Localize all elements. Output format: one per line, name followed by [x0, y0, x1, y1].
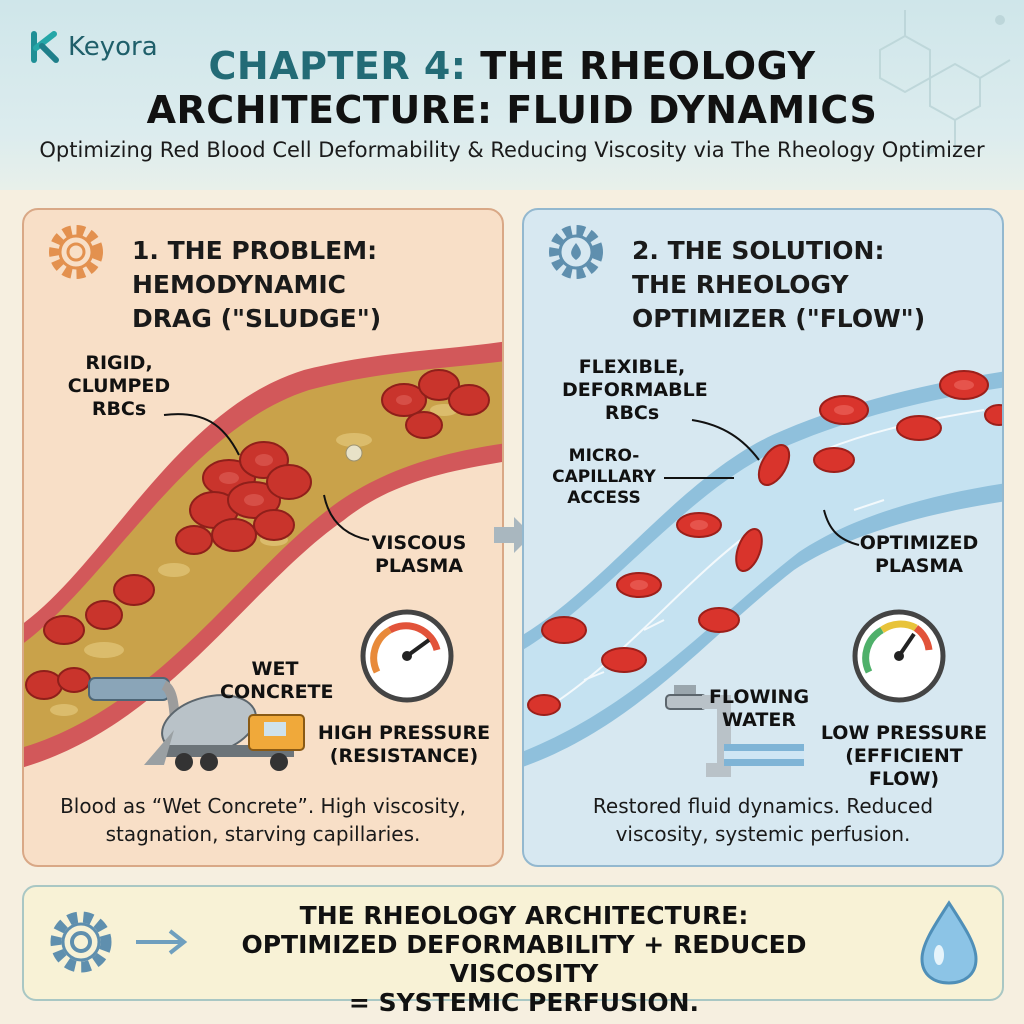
label-high-pressure: HIGH PRESSURE(RESISTANCE) — [317, 722, 491, 767]
arrow-right-icon — [136, 929, 188, 955]
high-pressure-gauge-icon — [360, 609, 454, 703]
water-faucet-icon — [665, 685, 804, 777]
summary-line: THE RHEOLOGY ARCHITECTURE: — [299, 901, 749, 930]
problem-title-line: DRAG ("SLUDGE") — [132, 304, 382, 333]
header-banner: Keyora CHAPTER 4: THE RHEOLOGY ARCHITECT… — [0, 0, 1024, 190]
chapter-label: CHAPTER 4: — [208, 44, 467, 88]
summary-text: THE RHEOLOGY ARCHITECTURE: OPTIMIZED DEF… — [184, 901, 864, 1017]
brand-name: Keyora — [68, 32, 158, 62]
problem-title: 1. THE PROBLEM: HEMODYNAMIC DRAG ("SLUDG… — [132, 234, 381, 336]
flow-vessel-illustration — [524, 225, 1002, 777]
low-pressure-gauge-icon — [852, 609, 946, 703]
water-drop-icon — [920, 900, 978, 985]
solution-title-line: 2. THE SOLUTION: — [632, 236, 885, 265]
page-title-line2: ARCHITECTURE: FLUID DYNAMICS — [146, 88, 878, 132]
gear-droplet-icon — [549, 225, 603, 279]
k-logo-icon — [31, 31, 59, 63]
gear-icon — [50, 911, 112, 973]
problem-panel: 1. THE PROBLEM: HEMODYNAMIC DRAG ("SLUDG… — [22, 208, 504, 867]
summary-line: OPTIMIZED DEFORMABILITY + REDUCED VISCOS… — [241, 930, 807, 988]
solution-title-line: THE RHEOLOGY — [632, 270, 849, 299]
solution-title: 2. THE SOLUTION: THE RHEOLOGY OPTIMIZER … — [632, 234, 925, 336]
summary-footer: THE RHEOLOGY ARCHITECTURE: OPTIMIZED DEF… — [22, 885, 1004, 1017]
solution-panel: 2. THE SOLUTION: THE RHEOLOGY OPTIMIZER … — [522, 208, 1004, 867]
page-title-line1: CHAPTER 4: THE RHEOLOGY — [0, 44, 1024, 88]
problem-title-line: HEMODYNAMIC — [132, 270, 346, 299]
gear-sludge-icon — [49, 225, 103, 279]
page-subtitle: Optimizing Red Blood Cell Deformability … — [39, 138, 985, 162]
title-rest: THE RHEOLOGY — [480, 44, 816, 88]
solution-title-line: OPTIMIZER ("FLOW") — [632, 304, 926, 333]
label-low-pressure: LOW PRESSURE(EFFICIENT FLOW) — [820, 722, 988, 790]
concrete-truck-icon — [88, 677, 305, 771]
brand: Keyora — [28, 30, 158, 64]
molecule-decoration — [879, 10, 1011, 154]
summary-line: = SYSTEMIC PERFUSION. — [348, 988, 700, 1017]
sludge-vessel-illustration — [24, 225, 502, 771]
problem-caption: Blood as “Wet Concrete”. High viscosity,… — [60, 794, 466, 846]
problem-title-line: 1. THE PROBLEM: — [132, 236, 378, 265]
